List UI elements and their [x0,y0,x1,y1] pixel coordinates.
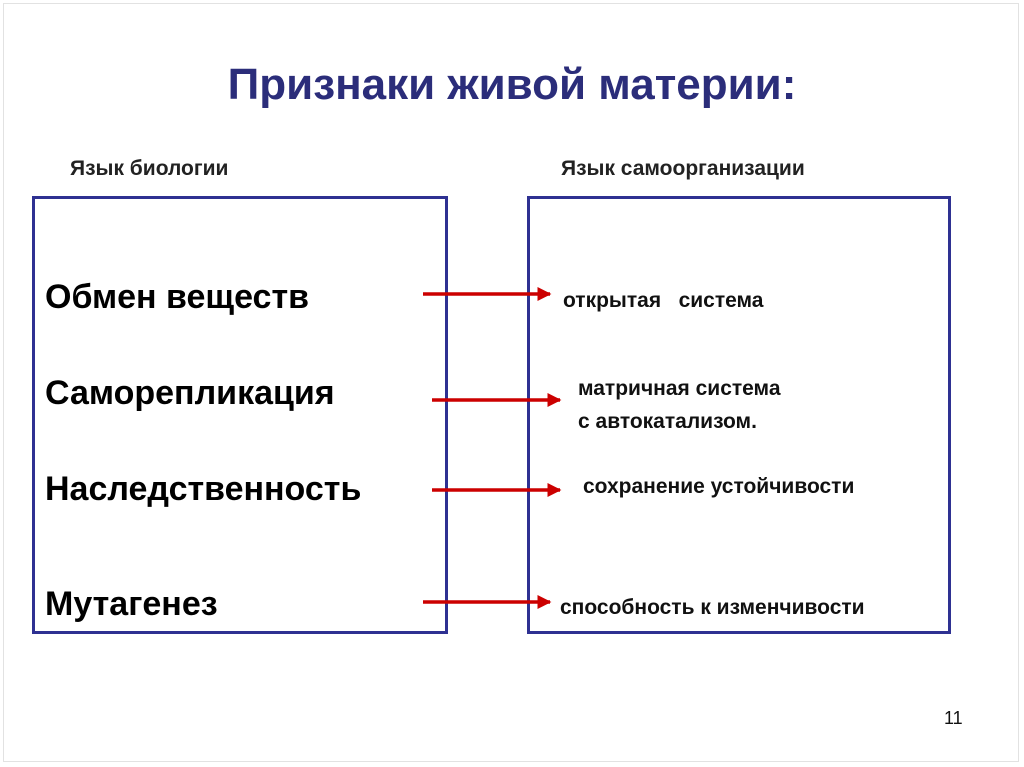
desc-line: матричная система [578,377,781,400]
page-number: 11 [944,708,963,728]
biology-terms-box [32,196,448,634]
desc-line: с автокатализом. [578,410,757,433]
self-organization-box [527,196,951,634]
term-heredity: Наследственность [45,470,362,508]
desc-line: способность к изменчивости [560,596,865,619]
desc-line: открытая система [563,289,764,312]
right-column-header: Язык самоорганизации [561,157,805,180]
desc-variability: способность к изменчивости [560,591,865,624]
term-mutagenesis: Мутагенез [45,585,218,623]
desc-open-system: открытая система [563,284,763,317]
slide-frame [3,3,1019,762]
desc-line: сохранение устойчивости [583,475,855,498]
left-column-header: Язык биологии [70,157,229,180]
desc-stability: сохранение устойчивости [583,470,854,503]
term-self-replication: Саморепликация [45,374,335,412]
term-metabolism: Обмен веществ [45,278,310,316]
slide-title: Признаки живой материи: [227,60,797,109]
desc-matrix-system: матричная система с автокатализом. [578,372,781,438]
